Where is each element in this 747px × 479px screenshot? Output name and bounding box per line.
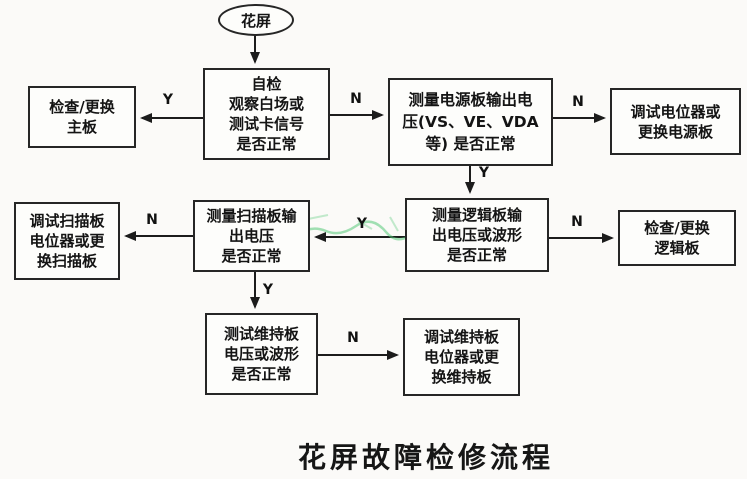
node-adjust-scan-line1: 调试扫描板 [29, 212, 105, 230]
node-test-sustain-line1: 测试维持板 [223, 325, 299, 343]
diagram-title: 花屏故障检修流程 [297, 441, 554, 474]
edge-label-self-to-main: Y [162, 92, 174, 108]
node-measure-logic-line2: 出电压或波形 [431, 226, 522, 244]
node-check-logic-line1: 检查/更换 [644, 219, 710, 237]
node-measure-logic-line3: 是否正常 [446, 246, 507, 264]
node-adjust-scan: 调试扫描板 电位器或更 换扫描板 [14, 202, 120, 280]
node-adjust-sustain-line3: 换维持板 [431, 368, 492, 386]
edge-label-logic-to-scan: Y [356, 216, 368, 232]
node-measure-logic-line1: 测量逻辑板输 [431, 206, 522, 224]
node-adjust-power: 调试电位器或 更换电源板 [610, 88, 741, 155]
node-measure-power: 测量电源板输出电 压(VS、VE、VDA 等) 是否正常 [388, 78, 553, 166]
node-self-check-line4: 是否正常 [236, 135, 297, 153]
edge-label-power-to-logic: Y [478, 165, 490, 181]
node-self-check: 自检 观察白场或 测试卡信号 是否正常 [203, 68, 330, 160]
node-adjust-scan-line3: 换扫描板 [36, 252, 97, 270]
node-measure-scan: 测量扫描板输 出电压 是否正常 [193, 200, 310, 272]
node-adjust-sustain: 调试维持板 电位器或更 换维持板 [403, 318, 520, 396]
node-test-sustain-line3: 是否正常 [231, 365, 292, 383]
node-self-check-line3: 测试卡信号 [228, 115, 304, 133]
node-measure-power-line3: 等) 是否正常 [425, 135, 516, 153]
node-measure-power-line2: 压(VS、VE、VDA [402, 113, 539, 131]
node-measure-scan-line3: 是否正常 [221, 247, 282, 265]
edge-label-power-to-adjust: N [572, 94, 584, 110]
edge-label-self-to-power: N [350, 91, 362, 107]
node-adjust-power-line1: 调试电位器或 [630, 102, 721, 121]
node-check-mainboard-line1: 检查/更换 [49, 98, 115, 116]
start-terminal: 花屏 [218, 4, 294, 36]
node-test-sustain-line2: 电压或波形 [223, 345, 299, 363]
node-adjust-scan-line2: 电位器或更 [29, 232, 105, 250]
edge-label-logic-to-check: N [571, 214, 583, 230]
node-self-check-line2: 观察白场或 [228, 95, 304, 113]
node-adjust-sustain-line2: 电位器或更 [423, 348, 499, 366]
start-terminal-label: 花屏 [240, 11, 271, 30]
node-check-logic: 检查/更换 逻辑板 [618, 210, 736, 266]
node-measure-scan-line2: 出电压 [228, 227, 274, 245]
node-check-mainboard-line2: 主板 [66, 118, 97, 136]
edge-label-sustain-to-adjust: N [347, 330, 359, 346]
edge-label-scan-to-sustain: Y [262, 282, 274, 298]
node-measure-power-line1: 测量电源板输出电 [408, 91, 533, 109]
node-check-mainboard: 检查/更换 主板 [28, 86, 136, 148]
node-check-logic-line2: 逻辑板 [654, 239, 700, 257]
node-adjust-sustain-line1: 调试维持板 [423, 328, 499, 346]
node-measure-scan-line1: 测量扫描板输 [206, 207, 297, 225]
edge-label-scan-to-adjust: N [146, 212, 158, 228]
node-adjust-power-line2: 更换电源板 [637, 122, 713, 141]
node-test-sustain: 测试维持板 电压或波形 是否正常 [205, 313, 318, 395]
node-measure-logic: 测量逻辑板输 出电压或波形 是否正常 [405, 198, 549, 272]
node-self-check-line1: 自检 [251, 75, 282, 93]
